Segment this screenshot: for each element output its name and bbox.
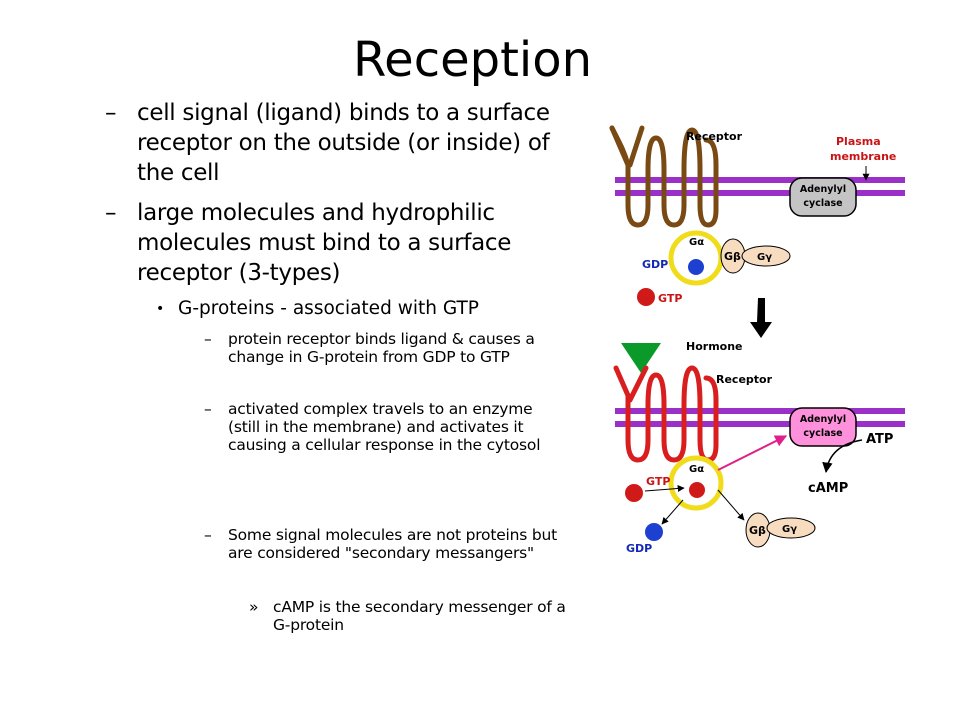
bullet-text: protein receptor binds ligand & causes a…	[228, 330, 535, 366]
gtp-molecule-free	[625, 484, 643, 502]
camp-label: cAMP	[808, 481, 848, 496]
slide-title: Reception	[352, 32, 593, 88]
active-state-panel: Hormone Receptor Adenylyl cyclase ATP cA…	[613, 340, 905, 555]
inactive-state-panel: Receptor Plasma membrane Adenylyl cyclas…	[609, 125, 905, 306]
gtp-binding-arrow	[644, 484, 685, 492]
bullet-text: large molecules and hydrophilic molecule…	[137, 200, 512, 286]
gtp-bound-molecule	[689, 482, 705, 498]
receptor-inactive	[609, 125, 719, 228]
g-beta-label: Gβ	[749, 524, 766, 537]
bullet-marker: –	[105, 100, 117, 126]
bullet-marker: •	[156, 301, 165, 317]
bullet-4: – protein receptor binds ligand & causes…	[204, 330, 563, 366]
cyclase-label-1: Adenylyl	[800, 184, 846, 195]
gdp-label: GDP	[642, 258, 668, 271]
receptor-label-active: Receptor	[716, 373, 773, 386]
hormone-label: Hormone	[686, 340, 743, 353]
receptor-arm	[627, 365, 649, 403]
g-protein-diagram: Receptor Plasma membrane Adenylyl cyclas…	[609, 125, 905, 555]
cyclase-label-2: cyclase	[803, 428, 842, 439]
plasma-label: Plasma	[836, 135, 881, 148]
transition-arrow	[750, 298, 772, 338]
receptor-arm	[609, 125, 631, 168]
gdp-label-active: GDP	[626, 542, 652, 555]
receptor-arm	[613, 365, 633, 403]
plasma-membrane	[615, 177, 905, 196]
cyclase-label-2: cyclase	[803, 198, 842, 209]
activation-arrow	[717, 435, 788, 471]
bullet-1: – cell signal (ligand) binds to a surfac…	[105, 98, 567, 188]
dissociation-arrow	[717, 489, 745, 521]
gtp-label: GTP	[658, 292, 682, 305]
g-alpha-label: Gα	[689, 464, 704, 475]
bullet-text: activated complex travels to an enzyme (…	[228, 400, 541, 454]
g-gamma-label: Gγ	[782, 524, 797, 535]
receptor-arm	[627, 125, 645, 168]
bullet-6: – Some signal molecules are not proteins…	[204, 526, 558, 562]
bullet-marker: –	[204, 330, 212, 348]
atp-conversion-arrow	[822, 439, 863, 474]
g-beta-gamma-active: Gβ Gγ	[745, 512, 816, 548]
bullet-text: G-proteins - associated with GTP	[178, 298, 479, 319]
bullet-2: – large molecules and hydrophilic molecu…	[105, 198, 577, 288]
bullet-marker: –	[204, 526, 212, 544]
adenylyl-cyclase-active: Adenylyl cyclase	[789, 407, 857, 447]
gdp-release-arrow	[661, 499, 684, 525]
bullet-7: » cAMP is the secondary messenger of a G…	[249, 598, 573, 634]
cyclase-label-1: Adenylyl	[800, 414, 846, 425]
hormone-ligand	[621, 343, 661, 373]
bullet-marker: –	[105, 200, 117, 226]
g-protein-inactive: Gα Gβ Gγ	[668, 230, 791, 286]
bullet-5: – activated complex travels to an enzyme…	[204, 400, 568, 454]
bullet-text: Some signal molecules are not proteins b…	[228, 526, 558, 562]
gtp-molecule	[637, 288, 655, 306]
gdp-molecule	[688, 259, 704, 275]
bullet-3: • G-proteins - associated with GTP	[156, 297, 578, 321]
atp-label: ATP	[866, 432, 893, 447]
plasma-membrane-active	[615, 408, 905, 427]
membrane-label: membrane	[830, 150, 896, 163]
bullet-text: cAMP is the secondary messenger of a G-p…	[273, 598, 566, 634]
g-alpha-label: Gα	[689, 237, 704, 248]
gtp-label-active: GTP	[646, 475, 670, 488]
bullet-marker: »	[249, 598, 259, 616]
adenylyl-cyclase-inactive: Adenylyl cyclase	[789, 177, 857, 217]
bullet-text: cell signal (ligand) binds to a surface …	[137, 100, 550, 186]
bullet-marker: –	[204, 400, 212, 418]
g-gamma-label: Gγ	[757, 252, 772, 263]
receptor-label: Receptor	[686, 130, 743, 143]
g-beta-label: Gβ	[724, 250, 741, 263]
g-alpha-active: Gα	[668, 455, 724, 511]
gdp-molecule-released	[645, 523, 663, 541]
bullet-list: – cell signal (ligand) binds to a surfac…	[105, 98, 578, 634]
